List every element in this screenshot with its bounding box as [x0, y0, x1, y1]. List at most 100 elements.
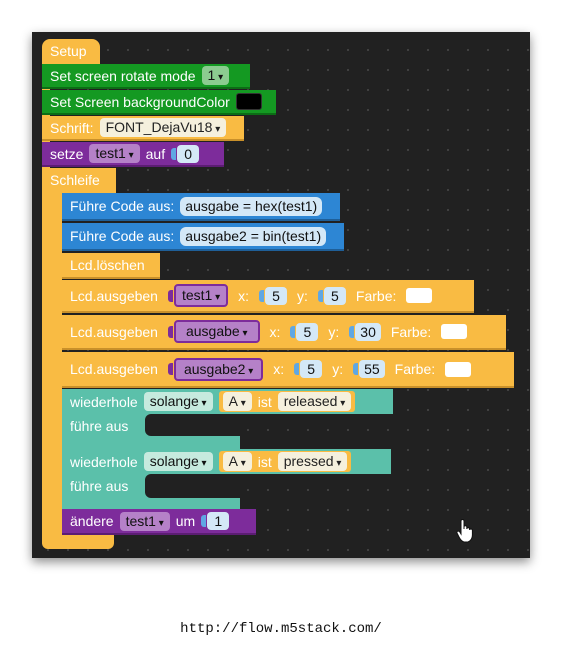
repeat1-do-label: führe aus	[70, 418, 129, 434]
repeat2-button-dropdown[interactable]: A	[222, 452, 252, 471]
print3-y-value[interactable]: 55	[359, 360, 385, 378]
print2-var-input[interactable]: ausgabe	[167, 320, 260, 343]
print1-y-value[interactable]: 5	[323, 286, 346, 305]
bgcolor-label: Set Screen backgroundColor	[50, 93, 230, 110]
print2-x-value[interactable]: 5	[296, 322, 319, 341]
repeat2-label: wiederhole	[70, 453, 138, 470]
repeat1-state-dropdown[interactable]: released	[277, 392, 352, 411]
print2-label: Lcd.ausgeben	[70, 323, 158, 340]
print1-x-label: x:	[238, 287, 250, 304]
exec1-label: Führe Code aus:	[70, 198, 175, 214]
value-plug	[353, 363, 359, 375]
change-um-label: um	[175, 513, 196, 529]
repeat2-mode-dropdown[interactable]: solange	[143, 452, 213, 471]
repeat2-state-dropdown[interactable]: pressed	[277, 452, 348, 471]
repeat1-header[interactable]: wiederhole solange A ist released	[62, 389, 393, 414]
repeat2-ist-label: ist	[257, 453, 272, 470]
print1-x-input[interactable]: 5	[259, 286, 288, 305]
print1-color-label: Farbe:	[355, 287, 397, 304]
print2-x-input[interactable]: 5	[290, 322, 319, 341]
loop-label: Schleife	[50, 172, 100, 188]
print2-var-dropdown[interactable]: ausgabe	[173, 320, 260, 343]
value-plug	[317, 289, 323, 302]
value-plug	[259, 289, 265, 302]
setze-label: setze	[50, 145, 84, 162]
repeat2-do-row: führe aus	[62, 475, 136, 497]
repeat2-slot	[145, 474, 240, 498]
change-value[interactable]: 1	[207, 512, 230, 530]
value-plug	[349, 325, 355, 338]
exec-code-block-1[interactable]: Führe Code aus: ausgabe = hex(test1)	[62, 193, 340, 221]
print1-label: Lcd.ausgeben	[70, 287, 158, 304]
print3-x-input[interactable]: 5	[294, 360, 323, 378]
exec1-code-input[interactable]: ausgabe = hex(test1)	[180, 196, 323, 216]
loop-footer	[42, 534, 114, 549]
lcd-print-block-1[interactable]: Lcd.ausgeben test1 x: 5 y: 5 Farbe:	[62, 280, 474, 313]
repeat2-condition[interactable]: A ist pressed	[218, 451, 352, 472]
repeat1-do-row: führe aus	[62, 415, 136, 437]
print3-label: Lcd.ausgeben	[70, 361, 158, 377]
var-plug	[167, 289, 173, 302]
repeat2-do-label: führe aus	[70, 478, 129, 494]
change-value-input[interactable]: 1	[201, 512, 230, 530]
repeat1-button-dropdown[interactable]: A	[222, 392, 252, 411]
print1-var-dropdown[interactable]: test1	[173, 284, 229, 307]
rotate-label: Set screen rotate mode	[50, 67, 196, 84]
clear-label: Lcd.löschen	[70, 257, 145, 273]
exec2-label: Führe Code aus:	[70, 228, 175, 244]
rotate-block[interactable]: Set screen rotate mode 1	[42, 64, 250, 89]
lcd-print-block-2[interactable]: Lcd.ausgeben ausgabe x: 5 y: 30 Farbe:	[62, 315, 506, 350]
setup-label: Setup	[42, 40, 95, 62]
change-label: ändere	[70, 513, 114, 529]
hand-cursor-icon	[456, 519, 473, 543]
print2-y-value[interactable]: 30	[355, 322, 381, 341]
setze-value[interactable]: 0	[177, 144, 200, 163]
setup-spine	[42, 60, 50, 170]
var-plug	[167, 363, 173, 375]
print1-x-value[interactable]: 5	[265, 286, 288, 305]
print2-y-input[interactable]: 30	[349, 322, 381, 341]
exec-code-block-2[interactable]: Führe Code aus: ausgabe2 = bin(test1)	[62, 223, 344, 251]
repeat1-mode-dropdown[interactable]: solange	[143, 392, 213, 411]
print2-color-swatch[interactable]	[441, 324, 468, 339]
repeat1-label: wiederhole	[70, 393, 138, 410]
change-variable-block[interactable]: ändere test1 um 1	[62, 509, 256, 535]
loop-label-row: Schleife	[42, 169, 108, 191]
repeat2-header[interactable]: wiederhole solange A ist pressed	[62, 449, 391, 474]
print3-y-label: y:	[332, 361, 344, 377]
setup-text: Setup	[50, 43, 87, 59]
print1-y-input[interactable]: 5	[317, 286, 346, 305]
font-dropdown[interactable]: FONT_DejaVu18	[99, 118, 227, 137]
setze-value-input[interactable]: 0	[171, 144, 200, 163]
print3-y-input[interactable]: 55	[353, 360, 385, 378]
print1-color-swatch[interactable]	[406, 288, 433, 303]
print3-var-input[interactable]: ausgabe2	[167, 357, 264, 381]
var-plug	[167, 325, 173, 338]
bgcolor-swatch[interactable]	[235, 93, 262, 110]
print3-x-value[interactable]: 5	[300, 360, 323, 378]
repeat1-ist-label: ist	[257, 393, 272, 410]
exec2-code-input[interactable]: ausgabe2 = bin(test1)	[180, 226, 327, 246]
font-block[interactable]: Schrift: FONT_DejaVu18	[42, 116, 244, 141]
font-label: Schrift:	[50, 119, 94, 136]
rotate-dropdown[interactable]: 1	[201, 66, 230, 85]
print1-var-input[interactable]: test1	[167, 284, 229, 307]
setup-block[interactable]	[42, 39, 100, 65]
print1-y-label: y:	[297, 287, 308, 304]
lcd-print-block-3[interactable]: Lcd.ausgeben ausgabe2 x: 5 y: 55 Farbe:	[62, 352, 514, 388]
print3-color-swatch[interactable]	[445, 361, 472, 377]
setze-variable-dropdown[interactable]: test1	[89, 144, 140, 163]
value-plug	[294, 363, 300, 375]
print3-var-dropdown[interactable]: ausgabe2	[173, 357, 264, 381]
repeat1-condition[interactable]: A ist released	[218, 391, 356, 412]
set-variable-block[interactable]: setze test1 auf 0	[42, 142, 224, 167]
footer-url: http://flow.m5stack.com/	[180, 621, 382, 637]
bgcolor-block[interactable]: Set Screen backgroundColor	[42, 90, 276, 115]
value-plug	[201, 515, 207, 527]
value-plug	[290, 325, 296, 338]
print3-color-label: Farbe:	[394, 361, 436, 377]
print2-y-label: y:	[328, 323, 340, 340]
value-plug	[171, 147, 177, 160]
lcd-clear-block[interactable]: Lcd.löschen	[62, 253, 160, 279]
change-variable-dropdown[interactable]: test1	[119, 511, 170, 531]
